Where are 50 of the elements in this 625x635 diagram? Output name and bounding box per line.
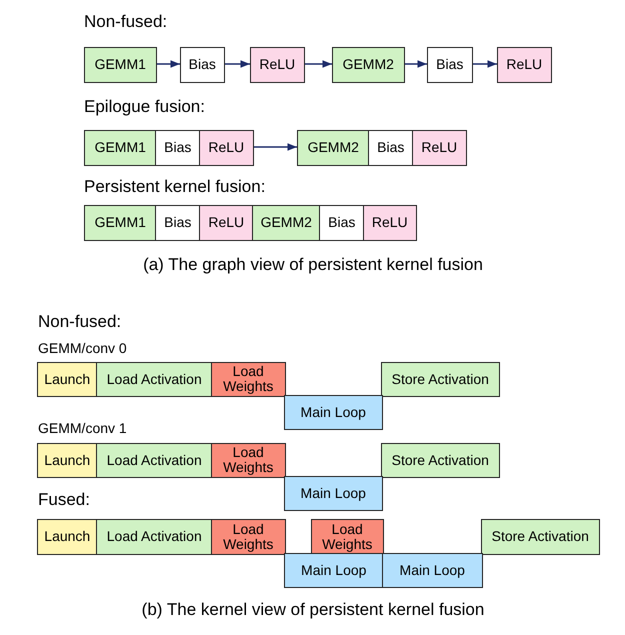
process-box: ReLU [363,205,416,240]
process-box: Main Loop [284,395,382,430]
process-box: Store Activation [381,443,500,478]
process-box: Launch [37,519,98,554]
process-box: Launch [37,362,98,396]
process-box: Main Loop [382,553,482,588]
process-box: Bias [155,205,200,240]
arrow [471,60,497,68]
arrow [252,143,297,151]
process-box: GEMM1 [84,205,156,240]
section-label: GEMM/conv 1 [38,420,127,436]
section-label: Non-fused: [38,312,122,332]
section-label: Fused: [38,490,90,510]
process-box: ReLU [199,130,254,166]
section-label: Epilogue fusion: [84,97,205,117]
arrow [223,60,250,68]
process-box: Bias [427,47,472,82]
process-box: Store Activation [481,519,600,554]
process-box: Load Weights [211,443,286,478]
arrow [303,60,332,68]
process-box: Bias [319,205,364,240]
process-box: GEMM1 [84,47,156,82]
section-label: Non-fused: [84,12,168,32]
process-box: Load Weights [311,519,384,554]
process-box: Load Weights [211,519,286,554]
process-box: Launch [37,443,98,478]
process-box: Bias [155,130,200,166]
process-box: Main Loop [284,476,382,510]
process-box: ReLU [412,130,466,166]
process-box: GEMM2 [297,130,370,166]
figure-caption: (b) The kernel view of persistent kernel fusion [142,600,484,620]
section-label: GEMM/conv 0 [38,340,127,356]
process-box: Load Activation [96,519,212,554]
arrow [155,60,180,68]
process-box: Bias [180,47,224,82]
arrow [403,60,427,68]
process-box: ReLU [199,205,254,240]
process-box: GEMM1 [84,130,156,166]
process-box: ReLU [497,47,552,82]
process-box: ReLU [250,47,304,82]
figure-caption: (a) The graph view of persistent kernel fusion [143,255,483,275]
process-box: Load Weights [211,362,286,396]
process-box: Load Activation [96,362,212,396]
section-label: Persistent kernel fusion: [84,177,266,197]
process-box: GEMM2 [252,205,320,240]
process-box: Bias [368,130,414,166]
process-box: Main Loop [284,553,384,588]
process-box: Load Activation [96,443,212,478]
process-box: Store Activation [381,362,500,396]
process-box: GEMM2 [332,47,404,82]
